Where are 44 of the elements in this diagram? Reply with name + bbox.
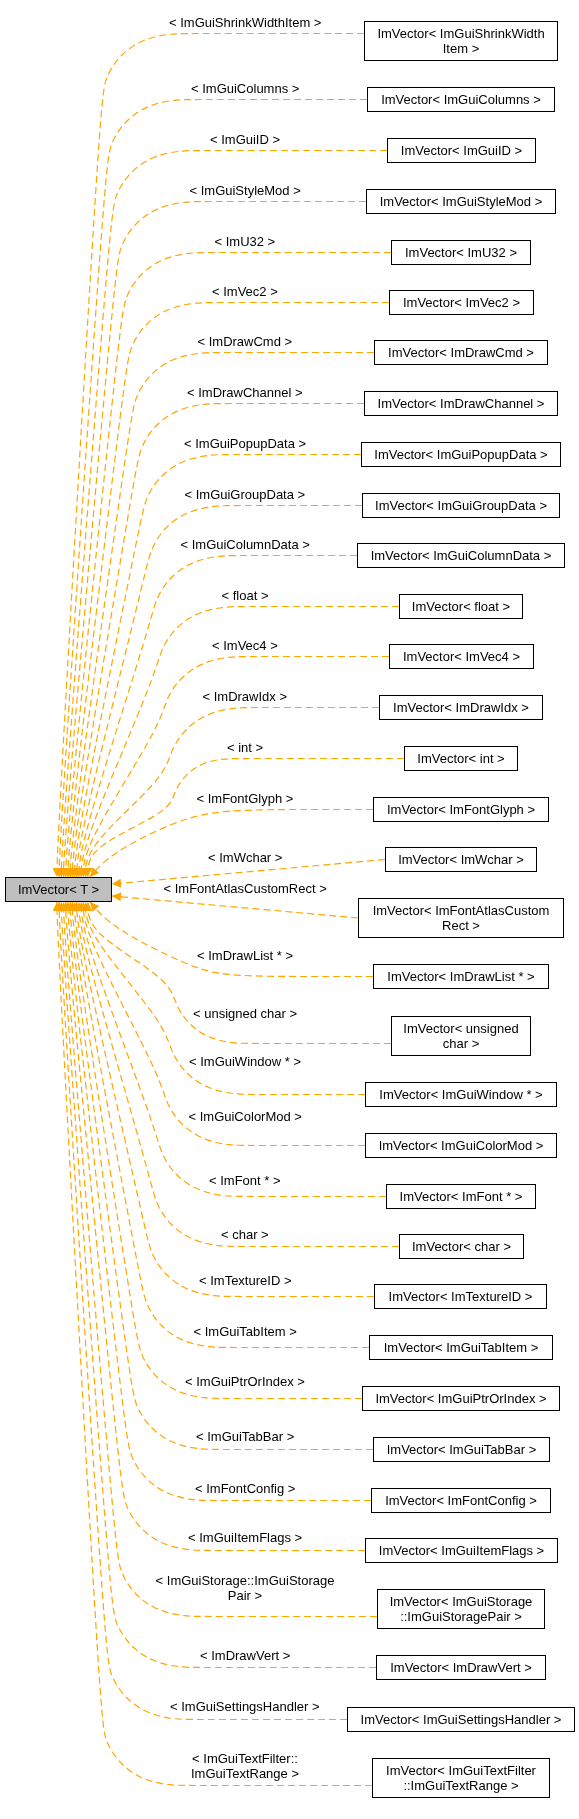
class-box: ImVector< ImFont * >: [386, 1184, 536, 1209]
dashed-arrow: [89, 901, 374, 978]
dashed-arrow: [83, 757, 405, 878]
class-box: ImVector< ImDrawCmd >: [374, 340, 548, 365]
edge-label: < unsigned char >: [193, 1006, 298, 1022]
class-box: ImVector< ImVec2 >: [389, 290, 534, 315]
class-box: ImVector< char >: [399, 1234, 524, 1259]
template-class-box: ImVector< T >: [5, 877, 112, 902]
class-box: ImVector< int >: [404, 746, 518, 771]
class-box: ImVector< ImU32 >: [391, 240, 531, 265]
dashed-arrow: [89, 808, 374, 878]
class-box: ImVector< ImGuiTabItem >: [369, 1335, 553, 1360]
class-box: ImVector< float >: [399, 594, 523, 619]
class-box: ImVector< ImGuiID >: [387, 138, 536, 163]
edge-label: < ImGuiTextFilter:: ImGuiTextRange >: [190, 1751, 300, 1782]
dashed-arrow: [111, 858, 386, 888]
class-box: ImVector< ImWchar >: [385, 847, 537, 872]
class-box: ImVector< ImDrawChannel >: [364, 391, 558, 416]
class-box: ImVector< ImGuiColorMod >: [365, 1133, 557, 1158]
class-box: ImVector< ImGuiColumnData >: [357, 543, 565, 568]
dashed-arrow: [81, 706, 380, 878]
class-box: ImVector< ImFontAtlasCustom Rect >: [358, 898, 564, 938]
class-box: ImVector< ImFontGlyph >: [373, 797, 549, 822]
class-box: ImVector< ImGuiShrinkWidth Item >: [364, 21, 558, 61]
class-box: ImVector< ImGuiTextFilter ::ImGuiTextRange >: [372, 1758, 550, 1798]
class-box: ImVector< ImGuiPtrOrIndex >: [362, 1386, 560, 1411]
class-box: ImVector< ImGuiItemFlags >: [365, 1538, 558, 1563]
class-box: ImVector< ImGuiTabBar >: [373, 1437, 550, 1462]
class-box: ImVector< ImGuiStyleMod >: [366, 189, 556, 214]
class-box: ImVector< ImGuiStorage ::ImGuiStoragePair >: [377, 1589, 545, 1629]
class-box: ImVector< unsigned char >: [391, 1016, 531, 1056]
class-box: ImVector< ImGuiColumns >: [367, 87, 555, 112]
edge-label: < ImGuiItemFlags >: [188, 1530, 303, 1546]
class-box: ImVector< ImDrawIdx >: [379, 695, 543, 720]
class-box: ImVector< ImFontConfig >: [371, 1488, 551, 1513]
class-box: ImVector< ImVec4 >: [389, 644, 534, 669]
class-box: ImVector< ImGuiPopupData >: [361, 442, 561, 467]
class-box: ImVector< ImDrawVert >: [376, 1655, 546, 1680]
class-box: ImVector< ImDrawList * >: [373, 964, 549, 989]
dashed-arrow: [111, 892, 359, 919]
class-box: ImVector< ImTextureID >: [374, 1284, 547, 1309]
class-box: ImVector< ImGuiWindow * >: [365, 1082, 557, 1107]
class-box: ImVector< ImGuiSettingsHandler >: [347, 1707, 575, 1732]
class-box: ImVector< ImGuiGroupData >: [362, 493, 560, 518]
